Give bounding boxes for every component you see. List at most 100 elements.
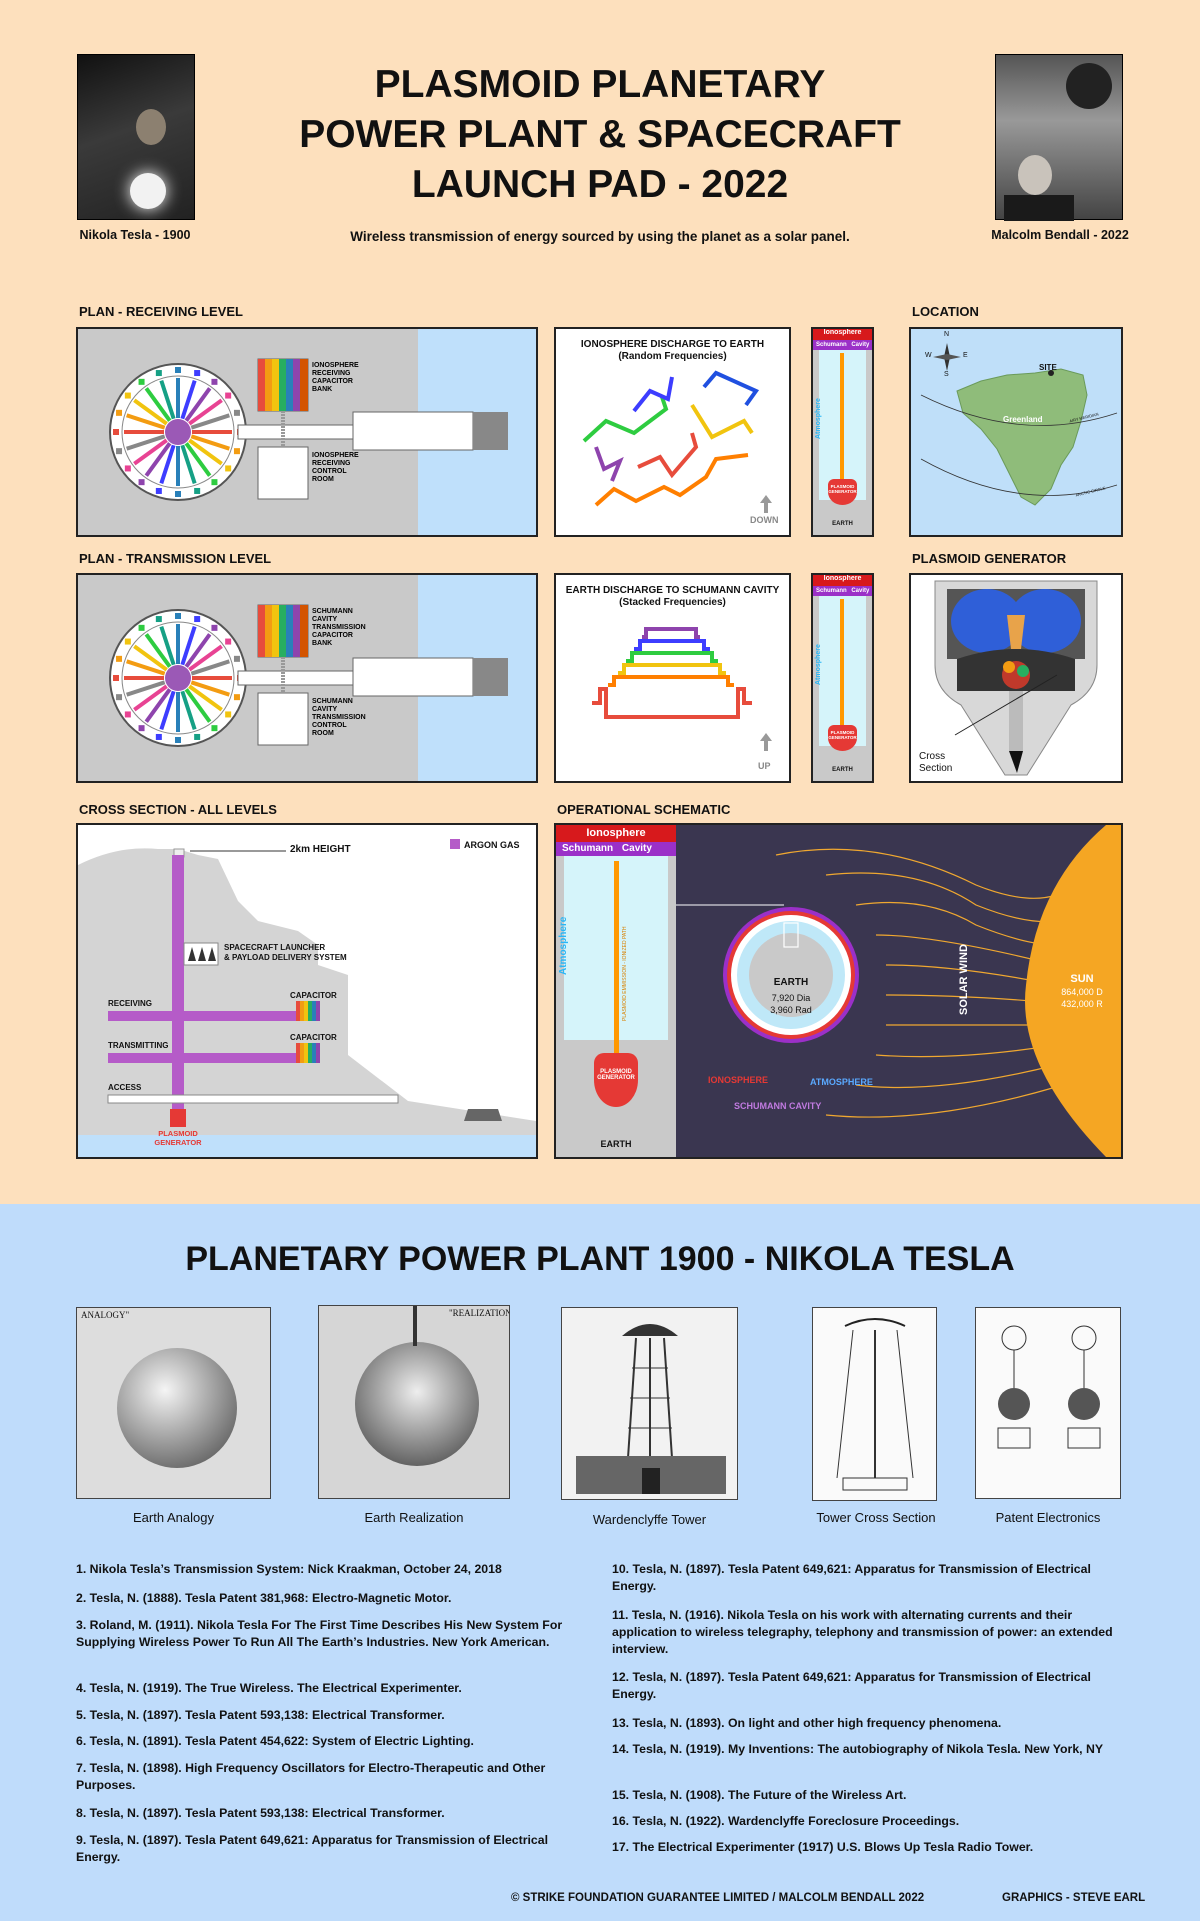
sun-diameter: 864,000 D: [1061, 987, 1103, 997]
wheel-spoke: [188, 438, 223, 466]
argon-gas-shaft: [108, 855, 318, 1125]
compass-s: S: [944, 371, 949, 378]
generator-caption-section: Section: [919, 763, 953, 774]
wheel-node: [225, 711, 232, 718]
cross-section-heading: CROSS SECTION - ALL LEVELS: [79, 802, 277, 817]
earth-realization-photo: "REALIZATION: [318, 1305, 510, 1499]
access-label: ACCESS: [108, 1083, 142, 1092]
caption-patent-electronics: Patent Electronics: [995, 1510, 1101, 1525]
wheel-node: [124, 392, 131, 399]
wheel-node: [155, 370, 162, 377]
wheel-node: [233, 694, 240, 701]
wheel-node: [225, 392, 232, 399]
strip-atmosphere: Atmosphere: [815, 398, 822, 439]
wheel-node: [124, 465, 131, 472]
schematic-path-label: PLASMOID EMMISSION - IONIZED PATH: [622, 926, 628, 1021]
strip-cavity: Cavity: [851, 588, 870, 594]
wheel-node: [194, 616, 201, 623]
wheel-node: [155, 487, 162, 494]
footer-graphics: GRAPHICS - STEVE EARL: [1002, 1892, 1146, 1904]
schematic-cavity: Cavity: [621, 843, 652, 854]
height-label: 2km HEIGHT: [290, 844, 351, 855]
schematic-generator-label: PLASMOID GENERATOR: [597, 1069, 635, 1081]
wheel-node: [124, 638, 131, 645]
discharge-up-title: EARTH DISCHARGE TO SCHUMANN CAVITY: [565, 585, 780, 596]
wheel-node: [233, 655, 240, 662]
wheel-spoke: [126, 659, 166, 676]
wheel-node: [211, 378, 218, 385]
discharge-down-panel: IONOSPHERE DISCHARGE TO EARTH (Random Fr…: [554, 327, 791, 537]
realization-tag: "REALIZATION: [449, 1308, 510, 1318]
capacitor-wheel-transmission: [109, 609, 247, 747]
receiving-label: RECEIVING: [108, 999, 153, 1008]
generator-caption-cross: Cross: [919, 751, 946, 762]
wheel-spoke: [180, 690, 197, 730]
reference-item: 10. Tesla, N. (1897). Tesla Patent 649,6…: [612, 1562, 1091, 1593]
wheel-node: [211, 479, 218, 486]
launcher-label-1: SPACECRAFT LAUNCHER: [224, 943, 326, 952]
generator-cross-section: [934, 580, 1098, 776]
caption-earth-realization: Earth Realization: [364, 1510, 464, 1525]
generator-heading: PLASMOID GENERATOR: [912, 551, 1067, 566]
wardenclyffe-photo: [561, 1307, 738, 1500]
wheel-node: [138, 479, 145, 486]
earth-layers: [723, 907, 859, 1043]
greenland-landmass: [956, 368, 1088, 506]
wheel-spoke: [126, 680, 166, 697]
generator-label-2: GENERATOR: [154, 1138, 202, 1147]
atmosphere-strip-2: Ionosphere Schumann Cavity PLASMOID GENE…: [811, 573, 874, 783]
site-label: SITE: [1039, 363, 1057, 372]
wheel-node: [194, 370, 201, 377]
reference-item: 7. Tesla, N. (1898). High Frequency Osci…: [76, 1761, 546, 1792]
wheel-spoke: [184, 442, 212, 477]
wheel-node: [175, 613, 181, 619]
caption-wardenclyffe: Wardenclyffe Tower: [592, 1512, 707, 1527]
compass-e: E: [963, 352, 968, 359]
strip-cavity: Cavity: [851, 342, 870, 348]
compass-rose-icon: [933, 343, 961, 371]
location-map-panel: N E S W SITE Greenland AIRY MERIDIAN ARC…: [909, 327, 1123, 537]
schematic-generator: [594, 1053, 638, 1107]
wheel-node: [155, 733, 162, 740]
wheel-node: [233, 448, 240, 455]
capacitor-label-1: CAPACITOR: [290, 991, 337, 1000]
wheel-spoke: [126, 413, 166, 430]
wheel-node: [113, 429, 119, 435]
wheel-spoke: [190, 680, 230, 697]
wheel-node: [138, 624, 145, 631]
caption-tower-cross-section: Tower Cross Section: [816, 1510, 936, 1525]
wheel-spoke: [159, 690, 176, 730]
tesla-portrait: [77, 54, 195, 220]
strip-atmosphere: Atmosphere: [815, 644, 822, 685]
reference-item: 13. Tesla, N. (1893). On light and other…: [612, 1716, 1002, 1730]
reference-item: 9. Tesla, N. (1897). Tesla Patent 649,62…: [76, 1833, 549, 1864]
cross-section-panel: 2km HEIGHT ARGON GAS SPACECRAFT LAUNCHER…: [76, 823, 538, 1159]
stacked-frequency-lines: [592, 627, 752, 719]
discharge-up-panel: EARTH DISCHARGE TO SCHUMANN CAVITY (Stac…: [554, 573, 791, 783]
wheel-node: [194, 733, 201, 740]
sun-label: SUN: [1070, 973, 1094, 985]
wheel-spoke: [133, 684, 168, 712]
wheel-node: [211, 725, 218, 732]
wheel-spoke: [144, 633, 172, 668]
wheel-spoke: [180, 444, 197, 484]
wheel-node: [138, 378, 145, 385]
wheel-spoke: [133, 644, 168, 672]
patent-electronics-photo: [975, 1307, 1121, 1499]
wheel-spoke: [159, 444, 176, 484]
reference-item: 8. Tesla, N. (1897). Tesla Patent 593,13…: [76, 1806, 445, 1820]
page-title: PLASMOID PLANETARY POWER PLANT & SPACECR…: [299, 63, 901, 206]
discharge-down-sub: (Random Frequencies): [618, 351, 727, 362]
reference-item: 6. Tesla, N. (1891). Tesla Patent 454,62…: [76, 1734, 474, 1748]
reference-item: 17. The Electrical Experimenter (1917) U…: [612, 1840, 1034, 1854]
strip-generator-label: PLASMOID GENERATOR: [828, 484, 857, 494]
reference-item: 16. Tesla, N. (1922). Wardenclyffe Forec…: [612, 1814, 960, 1828]
reference-item: 5. Tesla, N. (1897). Tesla Patent 593,13…: [76, 1708, 445, 1722]
schematic-ionosphere-band: Ionosphere: [556, 825, 676, 842]
wheel-spoke: [184, 633, 212, 668]
plan-receiving-heading: PLAN - RECEIVING LEVEL: [79, 304, 243, 319]
wheel-node: [116, 409, 123, 416]
